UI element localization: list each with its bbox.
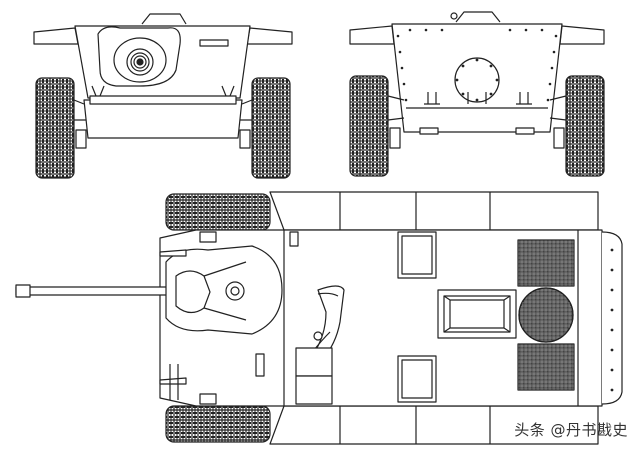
front-view-vision-slit <box>199 39 229 47</box>
rear-view-right-track <box>565 75 605 177</box>
rear-view-right-fender <box>559 25 605 45</box>
front-view-lower-hull <box>83 99 243 139</box>
front-view-roof-hatch <box>141 13 187 25</box>
top-view-commander-hatch <box>311 285 345 361</box>
rear-view-left-track <box>349 75 389 177</box>
rear-view-left-fender <box>349 25 395 45</box>
rear-view-rivets <box>396 28 558 102</box>
rear-view <box>349 11 605 177</box>
front-view-right-fender <box>246 27 293 45</box>
top-view <box>15 191 623 445</box>
front-view-right-track <box>251 77 291 179</box>
top-view-radiator-grille-upper <box>517 239 575 287</box>
watermark-text: 头条 @丹书戡史 <box>514 421 628 439</box>
front-view-left-fender <box>33 27 79 45</box>
front-view <box>33 13 293 179</box>
top-view-upper-fender <box>269 191 599 231</box>
top-view-gun-barrel <box>15 286 169 296</box>
top-view-radiator-grille-lower <box>517 343 575 391</box>
top-view-lower-track <box>165 405 271 443</box>
rear-view-access-cover <box>454 57 500 103</box>
top-view-upper-track <box>165 193 271 231</box>
front-view-left-track <box>35 77 75 179</box>
